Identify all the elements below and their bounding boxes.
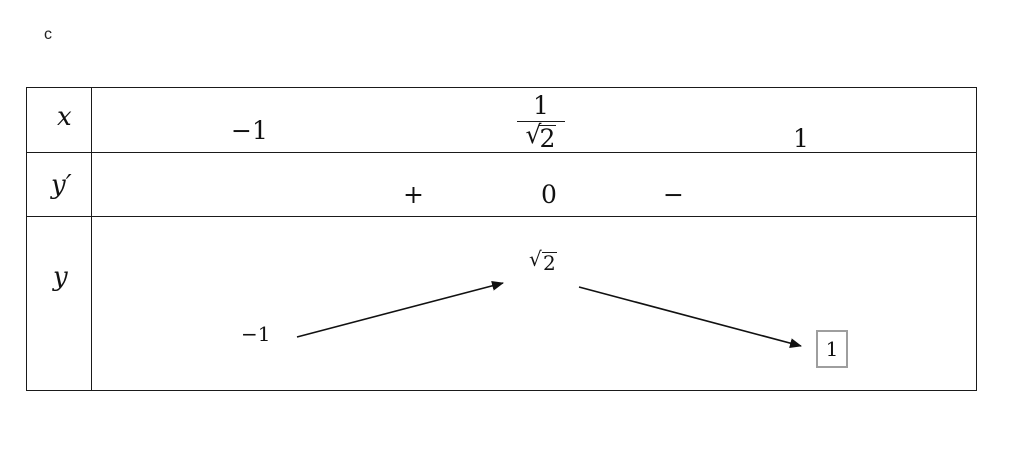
row-divider-1 (27, 152, 976, 153)
x-value-left: −1 (231, 116, 268, 145)
fraction-numerator: 1 (533, 91, 549, 120)
y-value-left: −1 (241, 322, 271, 346)
radical-sign-max: √ (529, 247, 542, 271)
y-value-right-boxed: 1 (816, 330, 848, 368)
variation-table: x y′ y −1 1 √ 2 1 + 0 − −1 √ 2 (26, 87, 977, 391)
sign-positive: + (403, 180, 424, 209)
fraction-bar (517, 121, 565, 122)
increasing-arrow (296, 280, 504, 338)
derivative-zero: 0 (541, 180, 557, 209)
radical-sign: √ (525, 120, 542, 149)
y-value-max: √ 2 (529, 247, 557, 275)
decreasing-arrow (578, 286, 802, 349)
fraction-denominator: √ 2 (517, 120, 565, 153)
sqrt-symbol-max: √ 2 (529, 247, 557, 275)
row-label-y: y (53, 262, 68, 292)
row-label-yprime: y′ (51, 170, 72, 200)
radicand-max: 2 (542, 251, 557, 275)
row-divider-2 (27, 216, 976, 217)
x-value-middle-fraction: 1 √ 2 (517, 93, 565, 152)
header-column-divider (91, 88, 92, 390)
x-value-right: 1 (793, 124, 809, 153)
radicand: 2 (538, 124, 557, 153)
sign-negative: − (663, 180, 684, 209)
row-label-x: x (57, 102, 72, 132)
sqrt-symbol: √ 2 (525, 120, 557, 153)
corner-label: c (44, 26, 52, 43)
